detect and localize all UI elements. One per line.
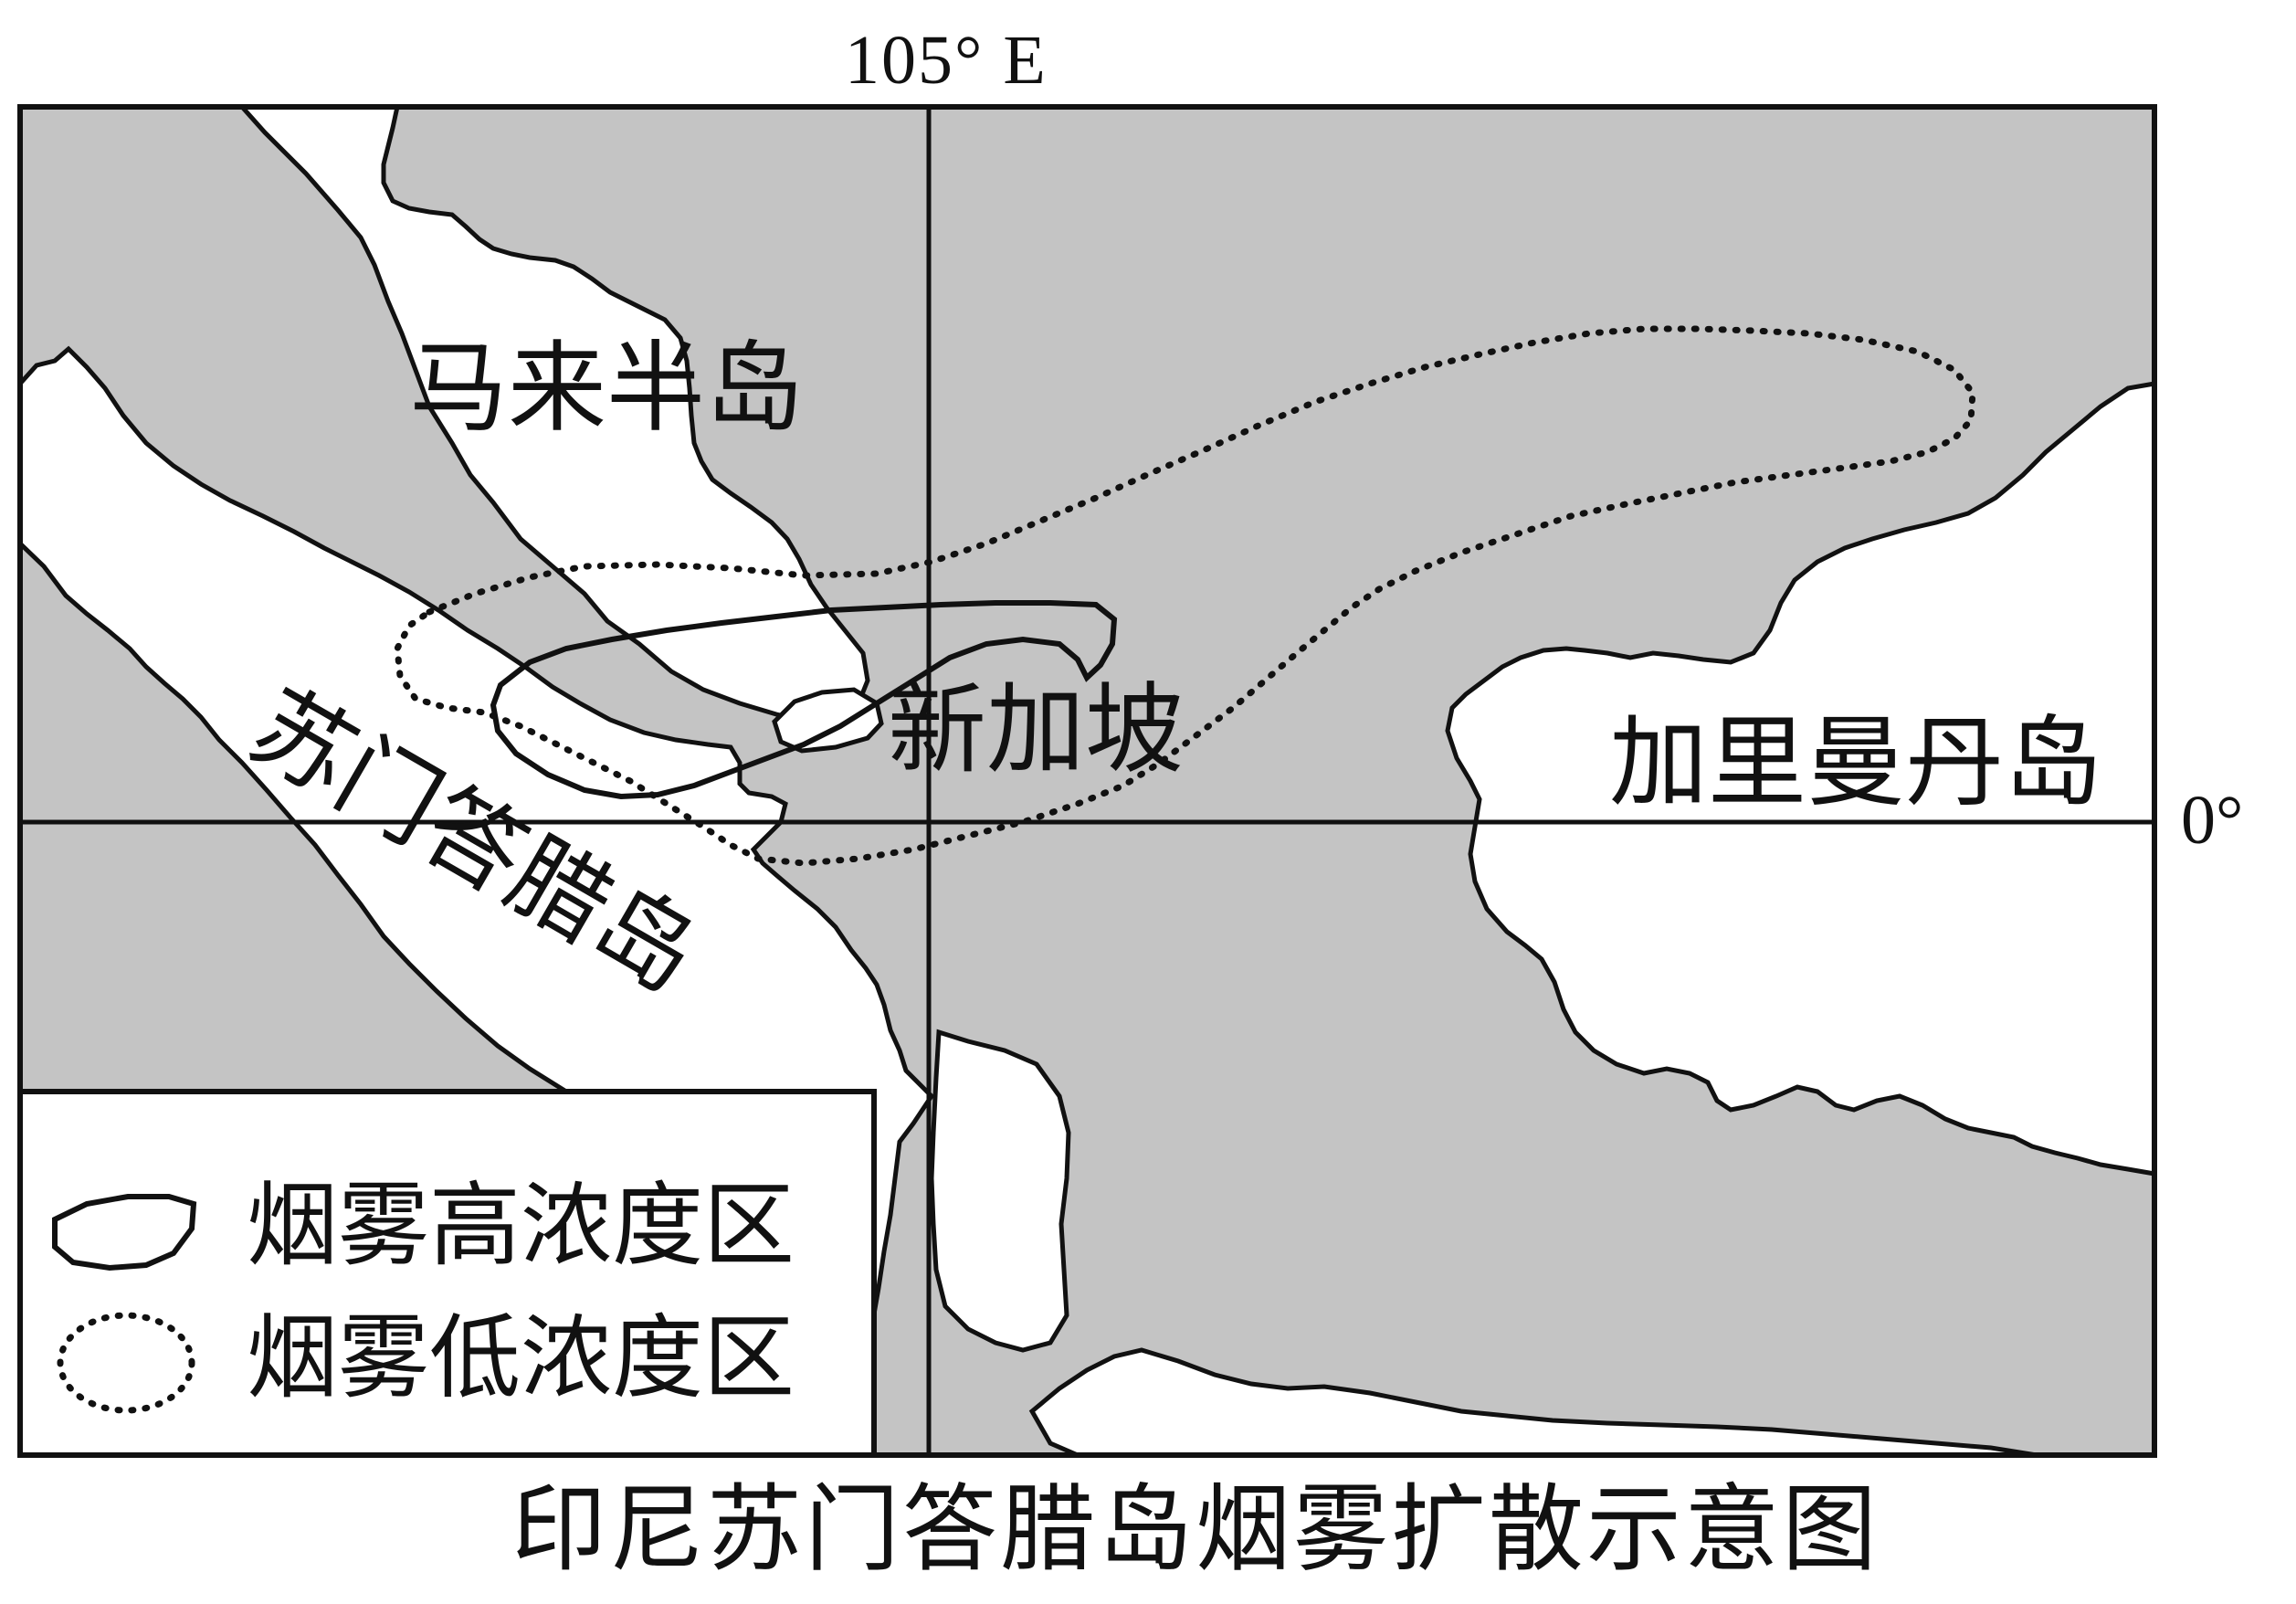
kalimantan-land (1445, 381, 2157, 1177)
kalimantan-label: 加里曼丹岛 (1609, 706, 2103, 820)
malay-peninsula-label: 马来半岛 (409, 332, 805, 446)
legend-high-symbol (52, 1194, 197, 1272)
longitude-label: 105° E (845, 22, 1048, 99)
low-concentration-smoke-area (394, 325, 1976, 867)
high-concentration-smoke-area (490, 600, 1118, 800)
map-title: 印尼苏门答腊岛烟雾扩散示意图 (511, 1473, 1880, 1585)
legend-high-label: 烟雾高浓度区 (247, 1172, 795, 1279)
legend-low-symbol (57, 1312, 195, 1414)
java-land (1028, 1347, 2038, 1458)
legend-box (17, 1089, 877, 1458)
latitude-label: 0° (2181, 782, 2244, 859)
singapore-label: 新加坡 (888, 673, 1185, 787)
legend-low-label: 烟雾低浓度区 (247, 1304, 795, 1411)
bangka-land (929, 1029, 1071, 1353)
map-frame (17, 104, 2157, 1458)
